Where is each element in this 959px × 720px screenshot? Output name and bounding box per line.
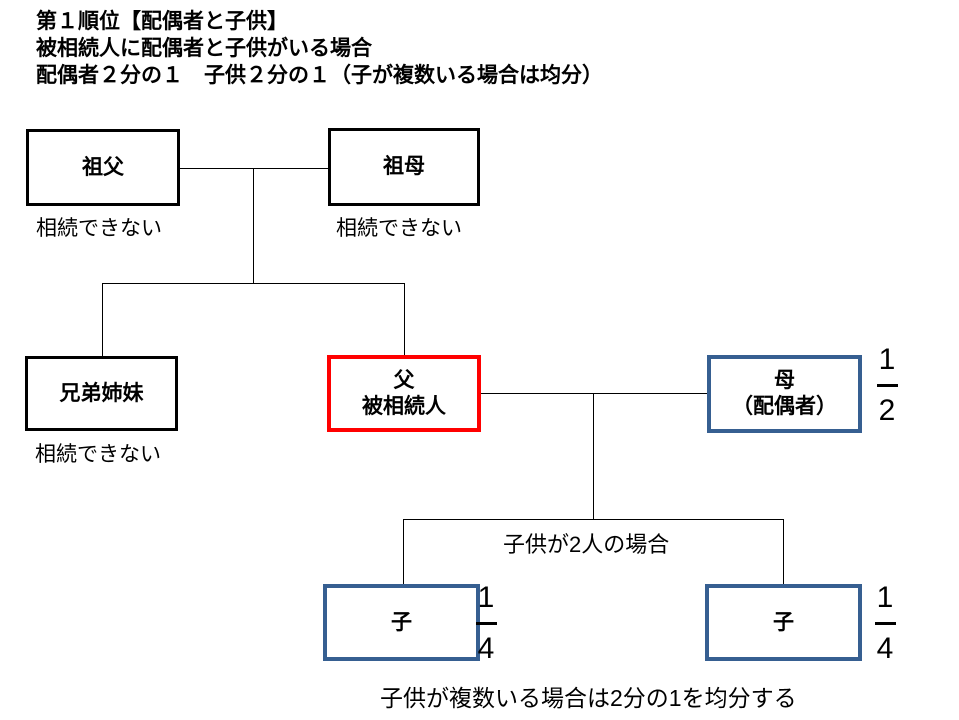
mother-spouse-box: 母 （配偶者） [707, 355, 862, 433]
child-left-share-fraction: 1 4 [471, 581, 501, 666]
child-left-box: 子 [323, 584, 480, 661]
child-right-box: 子 [705, 584, 862, 661]
siblings-label: 兄弟姉妹 [59, 381, 144, 405]
title-line-3: 配偶者２分の１ 子供２分の１（子が複数いる場合は均分） [36, 64, 603, 87]
title-line-2: 被相続人に配偶者と子供がいる場合 [36, 37, 372, 60]
connector-father-drop [404, 283, 405, 355]
grandmother-label: 祖母 [383, 155, 425, 178]
fraction-numerator: 1 [878, 343, 896, 376]
connector-spouse [481, 393, 707, 394]
mother-share-fraction: 1 2 [872, 343, 902, 428]
connector-child-left-drop [403, 519, 404, 584]
children-case-caption: 子供が2人の場合 [503, 532, 670, 557]
father-decedent-box: 父 被相続人 [327, 355, 481, 432]
fraction-numerator: 1 [876, 581, 894, 614]
fraction-numerator: 1 [477, 581, 495, 614]
siblings-note: 相続できない [35, 443, 161, 466]
fraction-bar [874, 622, 896, 625]
connector-child-right-drop [783, 519, 784, 584]
connector-children-drop [593, 393, 594, 519]
fraction-bar [876, 384, 898, 387]
fraction-denominator: 4 [876, 632, 894, 665]
connector-parent-branch [102, 283, 405, 284]
siblings-box: 兄弟姉妹 [25, 356, 178, 431]
connector-grandparents [180, 168, 328, 169]
father-label: 父 [393, 368, 415, 392]
title-line-1: 第１順位【配偶者と子供】 [36, 10, 288, 33]
child-left-label: 子 [391, 610, 412, 634]
grandfather-label: 祖父 [82, 155, 124, 179]
bottom-note: 子供が複数いる場合は2分の1を均分する [380, 685, 797, 711]
grandfather-box: 祖父 [26, 129, 180, 206]
diagram-title: 第１順位【配偶者と子供】 被相続人に配偶者と子供がいる場合 配偶者２分の１ 子供… [36, 8, 603, 89]
fraction-denominator: 4 [477, 632, 495, 665]
grandfather-note: 相続できない [36, 217, 162, 240]
child-right-share-fraction: 1 4 [870, 581, 900, 666]
mother-label: 母 [774, 369, 795, 392]
grandmother-box: 祖母 [328, 128, 480, 206]
connector-grandparents-drop [253, 168, 254, 283]
child-right-label: 子 [773, 610, 794, 634]
connector-children-branch [403, 519, 783, 520]
father-sublabel: 被相続人 [362, 394, 446, 418]
grandmother-note: 相続できない [336, 217, 462, 240]
fraction-denominator: 2 [878, 394, 896, 427]
fraction-bar [475, 622, 497, 625]
connector-siblings-drop [102, 283, 103, 356]
mother-sublabel: （配偶者） [732, 395, 837, 418]
